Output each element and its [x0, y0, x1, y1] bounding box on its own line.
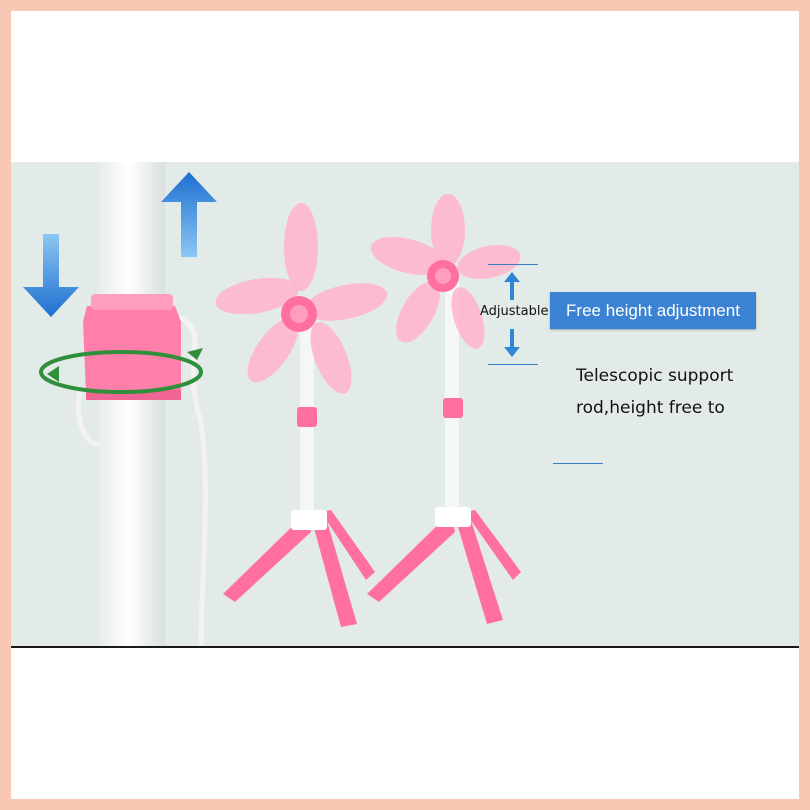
- photo-illustration: [23, 162, 521, 647]
- free-height-banner: Free height adjustment: [550, 292, 756, 329]
- caption-line-1: Telescopic support: [576, 366, 734, 386]
- fan-tall: [367, 194, 521, 624]
- pole-closeup: [39, 162, 208, 647]
- guide-line-lower: [553, 463, 603, 464]
- bottom-divider: [11, 646, 799, 648]
- fan-short: [215, 203, 388, 627]
- product-photo: [11, 162, 799, 647]
- adjustable-label: Adjustable: [480, 304, 549, 319]
- small-updown-arrow-icon: [504, 272, 520, 357]
- guide-line-bottom: [488, 364, 538, 365]
- down-arrow-icon: [23, 234, 79, 317]
- guide-line-top: [488, 264, 538, 265]
- caption-line-2: rod,height free to: [576, 398, 725, 418]
- up-arrow-icon: [161, 172, 217, 257]
